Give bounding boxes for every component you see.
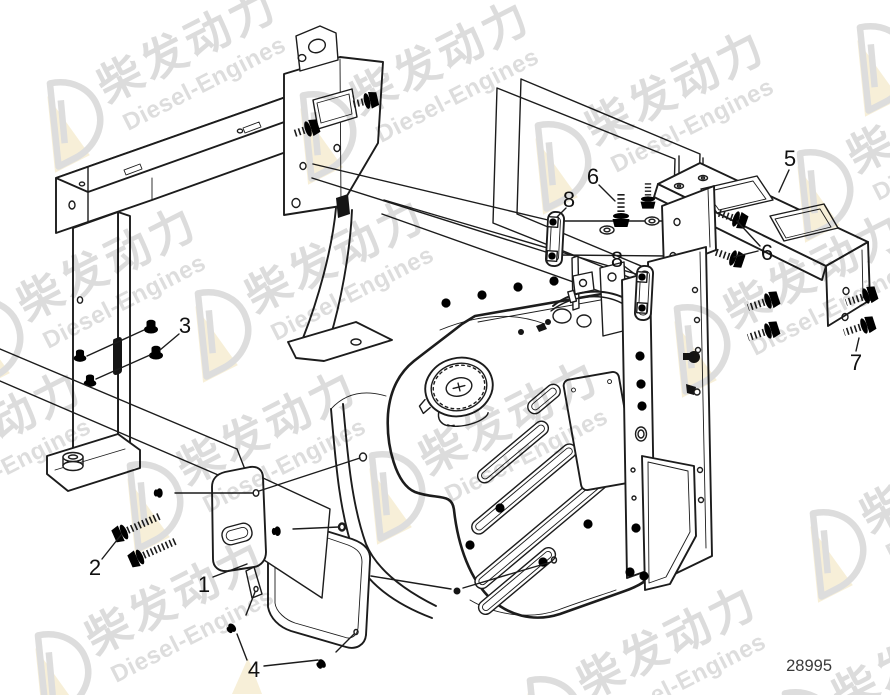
bolt-2 xyxy=(126,537,179,570)
link-straps xyxy=(545,211,654,321)
tank-screw xyxy=(453,587,461,595)
callout-2: 2 xyxy=(89,555,101,580)
callout-leader-lines xyxy=(101,169,860,667)
bolt-6 xyxy=(612,194,630,227)
tank-frame xyxy=(621,246,713,591)
vent-valve-assembly xyxy=(518,255,662,337)
mounting-plate-lug xyxy=(295,25,339,72)
gusset-foot xyxy=(287,321,393,362)
gusset-wedge xyxy=(336,194,350,218)
screw-4 xyxy=(314,651,336,671)
watermark-triangle xyxy=(232,658,262,694)
bolt-6 xyxy=(712,248,747,270)
beam-tab xyxy=(242,121,262,134)
part-number: 28995 xyxy=(786,657,832,675)
beam-tab xyxy=(123,163,143,176)
callout-5: 5 xyxy=(784,146,796,171)
callout-8b: 8 xyxy=(611,247,623,272)
callout-7: 7 xyxy=(850,350,862,375)
bolt-6 xyxy=(640,181,656,209)
leg-slot xyxy=(113,337,122,375)
plate-bolt xyxy=(293,117,322,139)
screw xyxy=(153,488,173,498)
nut-3 xyxy=(144,319,158,334)
callout-3: 3 xyxy=(179,313,191,338)
bolt-6 xyxy=(715,209,750,231)
nut-3 xyxy=(149,345,163,360)
bolt-7 xyxy=(842,314,878,336)
foot-plate xyxy=(46,433,141,492)
callout-6b: 6 xyxy=(761,240,773,265)
